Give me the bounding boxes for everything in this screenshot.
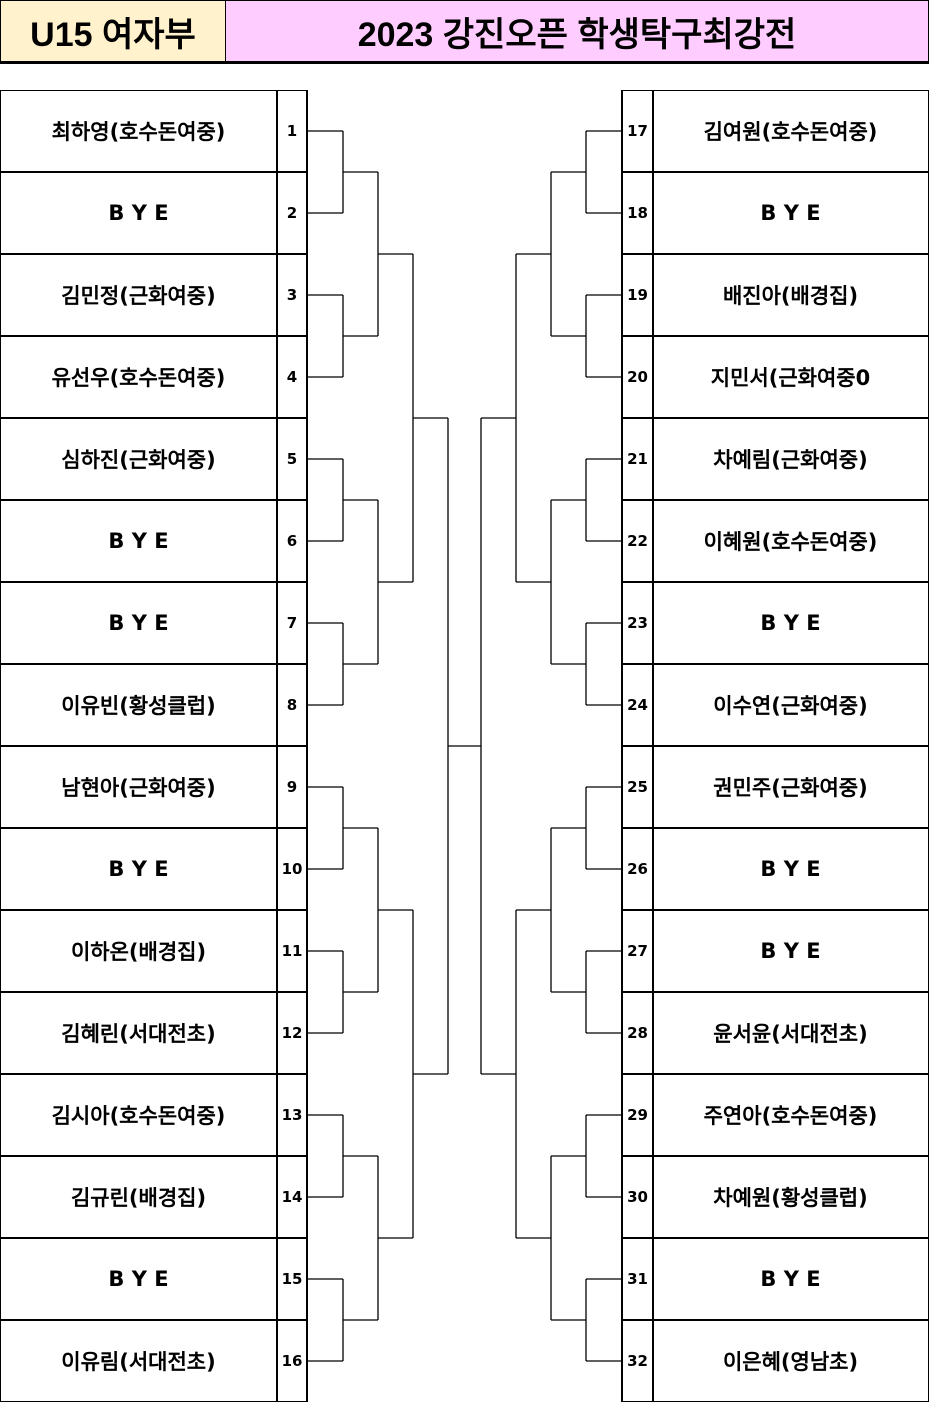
player-name: 차예원(황성클럽) bbox=[652, 1156, 929, 1238]
seed-number: 6 bbox=[276, 500, 308, 582]
seed-number: 31 bbox=[621, 1238, 654, 1320]
player-name: 지민서(근화여중0 bbox=[652, 336, 929, 418]
seed-number: 28 bbox=[621, 992, 654, 1074]
seed-number: 22 bbox=[621, 500, 654, 582]
seed-number: 2 bbox=[276, 172, 308, 254]
player-name: 이하온(배경집) bbox=[0, 910, 277, 992]
player-name: 남현아(근화여중) bbox=[0, 746, 277, 828]
player-name: B Y E bbox=[652, 910, 929, 992]
seed-number: 20 bbox=[621, 336, 654, 418]
seed-number: 7 bbox=[276, 582, 308, 664]
player-name: 배진아(배경집) bbox=[652, 254, 929, 336]
player-name: 윤서윤(서대전초) bbox=[652, 992, 929, 1074]
seed-number: 27 bbox=[621, 910, 654, 992]
player-name: B Y E bbox=[652, 1238, 929, 1320]
player-name: 이혜원(호수돈여중) bbox=[652, 500, 929, 582]
seed-number: 24 bbox=[621, 664, 654, 746]
player-name: 최하영(호수돈여중) bbox=[0, 90, 277, 172]
division-label: U15 여자부 bbox=[0, 0, 226, 64]
seed-number: 25 bbox=[621, 746, 654, 828]
player-name: B Y E bbox=[0, 172, 277, 254]
player-name: 권민주(근화여중) bbox=[652, 746, 929, 828]
seed-number: 11 bbox=[276, 910, 308, 992]
seed-number: 8 bbox=[276, 664, 308, 746]
seed-number: 29 bbox=[621, 1074, 654, 1156]
player-name: 김민정(근화여중) bbox=[0, 254, 277, 336]
seed-number: 14 bbox=[276, 1156, 308, 1238]
seed-number: 26 bbox=[621, 828, 654, 910]
seed-number: 1 bbox=[276, 90, 308, 172]
seed-number: 5 bbox=[276, 418, 308, 500]
player-name: 김여원(호수돈여중) bbox=[652, 90, 929, 172]
seed-number: 9 bbox=[276, 746, 308, 828]
player-name: 이수연(근화여중) bbox=[652, 664, 929, 746]
seed-number: 15 bbox=[276, 1238, 308, 1320]
player-name: B Y E bbox=[652, 828, 929, 910]
seed-number: 13 bbox=[276, 1074, 308, 1156]
seed-number: 18 bbox=[621, 172, 654, 254]
player-name: 심하진(근화여중) bbox=[0, 418, 277, 500]
seed-number: 19 bbox=[621, 254, 654, 336]
player-name: B Y E bbox=[652, 172, 929, 254]
player-name: 유선우(호수돈여중) bbox=[0, 336, 277, 418]
player-name: B Y E bbox=[0, 828, 277, 910]
tournament-title: 2023 강진오픈 학생탁구최강전 bbox=[225, 0, 929, 64]
seed-number: 21 bbox=[621, 418, 654, 500]
seed-number: 17 bbox=[621, 90, 654, 172]
seed-number: 23 bbox=[621, 582, 654, 664]
seed-number: 10 bbox=[276, 828, 308, 910]
player-name: 차예림(근화여중) bbox=[652, 418, 929, 500]
player-name: 이은혜(영남초) bbox=[652, 1320, 929, 1402]
player-name: B Y E bbox=[652, 582, 929, 664]
player-name: 김시아(호수돈여중) bbox=[0, 1074, 277, 1156]
seed-number: 30 bbox=[621, 1156, 654, 1238]
seed-number: 4 bbox=[276, 336, 308, 418]
player-name: 주연아(호수돈여중) bbox=[652, 1074, 929, 1156]
player-name: 김규린(배경집) bbox=[0, 1156, 277, 1238]
seed-number: 12 bbox=[276, 992, 308, 1074]
seed-number: 3 bbox=[276, 254, 308, 336]
